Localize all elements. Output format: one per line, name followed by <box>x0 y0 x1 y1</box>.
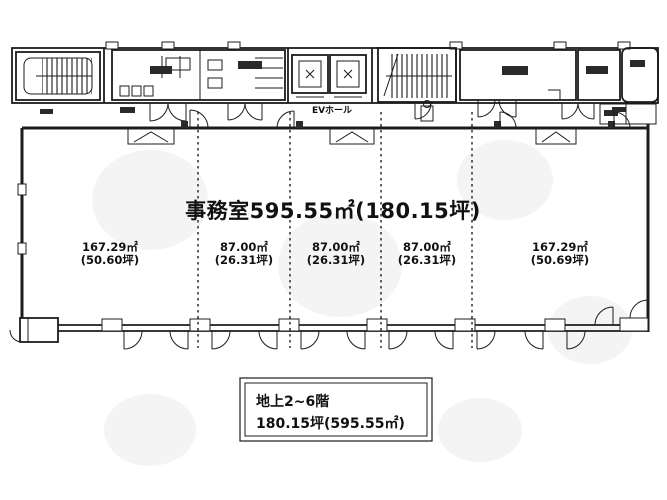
door-swing <box>608 111 631 129</box>
door-swing <box>300 330 366 350</box>
bay1-area: 167.29㎡ <box>82 240 138 254</box>
room-label-mark <box>150 66 172 74</box>
elevator-icon <box>343 69 353 79</box>
stairs-right <box>377 47 457 103</box>
corridor-label-mark <box>40 109 53 114</box>
bay5-area: 167.29㎡ <box>532 240 588 254</box>
wall-pillar <box>17 183 27 196</box>
bay2-tsubo: (26.31坪) <box>215 253 273 267</box>
bay3-area: 87.00㎡ <box>312 240 360 254</box>
door-swing <box>123 330 189 350</box>
wall-pillar <box>189 318 211 332</box>
bay4-area: 87.00㎡ <box>403 240 451 254</box>
elevator-icon <box>305 69 315 79</box>
door-swing <box>494 111 517 129</box>
core-bumps <box>105 41 631 50</box>
elevator-shaft <box>291 54 329 94</box>
bay3-tsubo: (26.31坪) <box>307 253 365 267</box>
bay2-area: 87.00㎡ <box>220 240 268 254</box>
office-area-label: 事務室595.55㎡(180.15坪) <box>185 199 481 223</box>
door-swing <box>388 330 454 350</box>
door-swing <box>566 306 614 350</box>
restrooms <box>111 49 286 101</box>
bay5-tsubo: (50.69坪) <box>531 253 589 267</box>
service-core <box>11 41 659 118</box>
elevator-shaft <box>329 54 367 94</box>
ev-hall-label: EVホール <box>312 105 352 116</box>
scan-artifacts <box>92 140 632 466</box>
corridor-label-mark <box>120 107 135 113</box>
wall-pillar <box>366 318 388 332</box>
wall-pillar <box>101 318 123 332</box>
right-rooms <box>577 47 659 103</box>
ac-unit <box>329 128 375 145</box>
room-label-mark <box>586 66 608 74</box>
legend-floors: 地上2~6階 <box>256 393 329 410</box>
corridor: EVホール <box>40 100 657 125</box>
door-swing <box>629 299 649 319</box>
wall-pillar <box>544 318 566 332</box>
door-swing <box>414 102 432 120</box>
sink-counter <box>165 57 191 71</box>
room-label-mark <box>238 61 262 69</box>
wall-pillar <box>17 242 27 255</box>
legend-area: 180.15坪(595.55㎡) <box>256 415 405 432</box>
office-walls <box>17 124 650 332</box>
ac-unit <box>127 128 175 145</box>
bay1-tsubo: (50.60坪) <box>81 253 139 267</box>
wall-pillar <box>278 318 300 332</box>
stairs-left <box>15 51 101 101</box>
lower-right-room <box>599 103 657 125</box>
urinal-row <box>119 85 154 97</box>
balcony-stub <box>9 317 59 343</box>
door-swing <box>276 110 303 129</box>
corner-column <box>619 317 649 332</box>
room-label-mark <box>502 66 528 75</box>
door-swing <box>476 330 544 350</box>
ac-unit <box>535 128 577 145</box>
corridor-fixture <box>420 100 434 122</box>
bottom-wall-fixtures <box>9 299 649 350</box>
top-wall-fixtures <box>127 109 631 145</box>
elevator-bank <box>291 54 367 98</box>
wall-pillar <box>454 318 476 332</box>
door-swing <box>561 102 595 120</box>
door-swing <box>211 330 278 350</box>
room-label-mark <box>630 60 645 67</box>
meeting-room <box>459 49 577 118</box>
office-labels: 事務室595.55㎡(180.15坪) 167.29㎡ (50.60坪) 87.… <box>81 199 589 267</box>
door-swing <box>181 109 209 129</box>
legend-box: 地上2~6階 180.15坪(595.55㎡) <box>239 377 433 442</box>
bay4-tsubo: (26.31坪) <box>398 253 456 267</box>
corridor-label-mark <box>612 107 626 112</box>
door-swing <box>149 102 187 122</box>
door-swing <box>227 102 263 121</box>
